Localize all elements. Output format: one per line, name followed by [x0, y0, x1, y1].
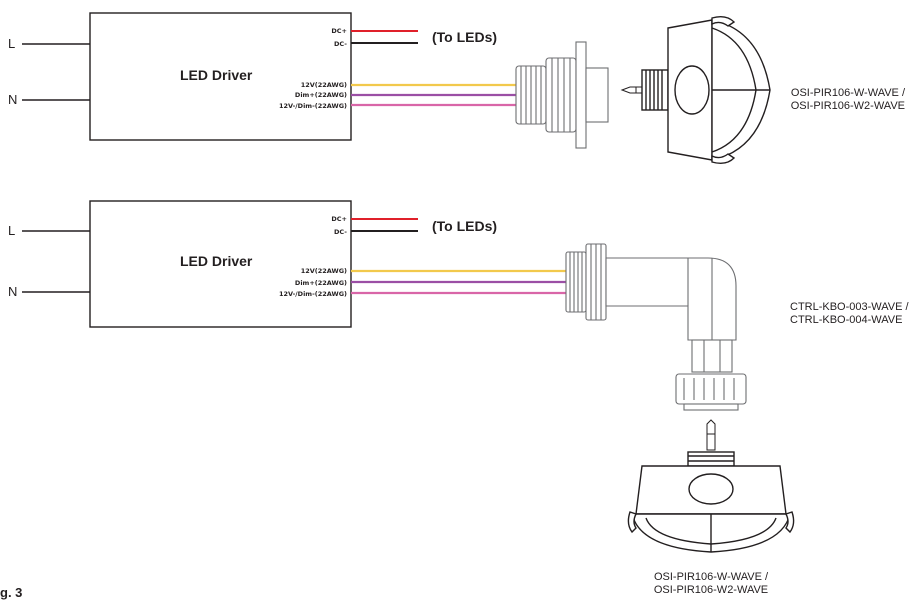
- bottom-audio-jack-plug: [706, 419, 716, 451]
- bottom-sensor-label-line1: OSI-PIR106-W-WAVE /: [654, 571, 769, 583]
- bottom-terminal-dc-plus: DC+: [331, 215, 347, 223]
- bottom-led-driver-box: [89, 200, 352, 328]
- top-terminal-12v: 12V(22AWG): [301, 81, 347, 89]
- top-to-leds-label: (To LEDs): [432, 29, 497, 45]
- top-terminal-dc-plus: DC+: [331, 27, 347, 35]
- bottom-terminal-dim-plus: Dim+(22AWG): [295, 279, 347, 287]
- bottom-line-l-label: L: [8, 223, 15, 238]
- bottom-terminal-12v-dim-minus: 12V-/Dim-(22AWG): [279, 290, 347, 298]
- bottom-wiring-diagram: L N LED Driver DC+ DC- 12V(22AWG) Dim+(2…: [8, 200, 910, 596]
- top-terminal-dim-plus: Dim+(22AWG): [295, 91, 347, 99]
- top-terminal-12v-dim-minus: 12V-/Dim-(22AWG): [279, 102, 347, 110]
- top-neutral-n-label: N: [8, 92, 17, 107]
- bottom-to-leds-label: (To LEDs): [432, 218, 497, 234]
- bottom-terminal-12v: 12V(22AWG): [301, 267, 347, 275]
- top-sensor-label-line2: OSI-PIR106-W2-WAVE: [791, 100, 905, 112]
- top-terminal-dc-minus: DC-: [334, 40, 347, 48]
- figure-caption: g. 3: [0, 585, 22, 600]
- bottom-neutral-n-label: N: [8, 284, 17, 299]
- bottom-adapter-fitting: [565, 243, 607, 321]
- top-sensor-mount-fitting: [515, 41, 609, 149]
- top-wiring-diagram: L N LED Driver DC+ DC- 12V(22AWG) Dim+(2…: [8, 12, 906, 165]
- bottom-adapter-label-line1: CTRL-KBO-003-WAVE /: [790, 301, 910, 313]
- bottom-terminal-dc-minus: DC-: [334, 228, 347, 236]
- top-audio-jack-plug: [620, 86, 643, 94]
- bottom-adapter-label-line2: CTRL-KBO-004-WAVE: [790, 314, 902, 326]
- top-led-driver-label: LED Driver: [180, 67, 253, 83]
- bottom-led-driver-label: LED Driver: [180, 253, 253, 269]
- top-line-l-label: L: [8, 36, 15, 51]
- top-pir-sensor: [641, 15, 771, 165]
- bottom-pir-sensor: [627, 451, 795, 553]
- bottom-sensor-label-line2: OSI-PIR106-W2-WAVE: [654, 584, 768, 596]
- top-led-driver-box: [89, 12, 352, 141]
- bottom-elbow-adapter: [605, 257, 737, 373]
- top-sensor-label-line1: OSI-PIR106-W-WAVE /: [791, 87, 906, 99]
- bottom-knurled-nut: [675, 373, 747, 411]
